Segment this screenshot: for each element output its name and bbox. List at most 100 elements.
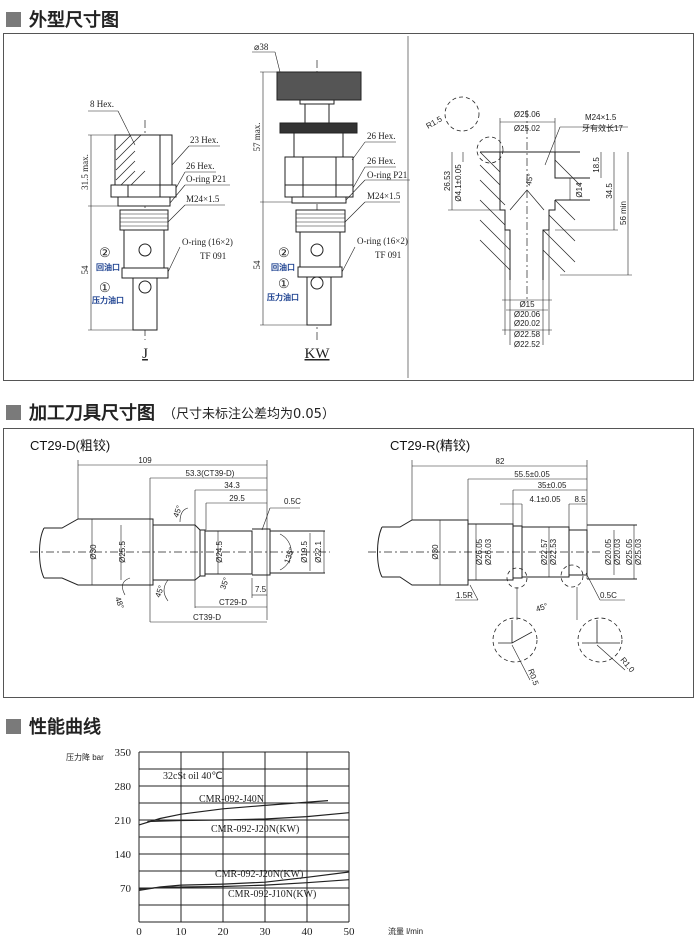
section-marker-icon <box>6 718 21 734</box>
len-555: 55.5±0.05 <box>514 470 550 479</box>
cavity-dia-22-max: Ø22.58 <box>514 330 541 339</box>
dia-2605: Ø26.05 <box>475 538 484 565</box>
dia-2005: Ø20.05 <box>604 538 613 565</box>
label-thread: M24×1.5 <box>367 191 401 201</box>
len-41: 4.1±0.05 <box>529 495 561 504</box>
x-axis-label: 流量 l/min <box>388 926 423 936</box>
outline-drawing-panel <box>3 33 694 381</box>
x-tick-label: 30 <box>260 926 272 938</box>
series-label-j20n-kw-high: CMR-092-J20N(KW) <box>211 824 299 835</box>
dia-2603: Ø26.03 <box>484 538 493 565</box>
dim-height-top: 57 max. <box>252 123 262 152</box>
chamfer-05c: 0.5C <box>600 591 617 600</box>
x-tick-label: 20 <box>218 926 230 938</box>
series-line-3 <box>138 879 350 890</box>
dia-195: Ø19.5 <box>300 541 309 563</box>
y-tick-label: 280 <box>115 781 132 793</box>
section-header-performance: 性能曲线 <box>6 713 101 739</box>
len-295: 29.5 <box>229 494 245 503</box>
label-oring-16: O-ring (16×2) <box>182 237 233 247</box>
series-label-j40n: CMR-092-J40N <box>199 794 264 805</box>
x-tick-label: 0 <box>136 926 142 938</box>
series-line-0 <box>138 800 329 826</box>
radius-r05: R0.5 <box>526 668 540 687</box>
angle-48: 48° <box>113 596 126 610</box>
label-hex26a: 26 Hex. <box>367 131 396 141</box>
y-tick-label: 140 <box>115 849 132 861</box>
series-label-j10n-kw: CMR-092-J10N(KW) <box>228 889 316 900</box>
series-line-1 <box>147 812 350 823</box>
x-tick-label: 50 <box>344 926 356 938</box>
label-hex8: 8 Hex. <box>90 99 114 109</box>
cavity-dia-22-min: Ø22.52 <box>514 340 541 349</box>
cavity-depth-185: 18.5 <box>592 157 601 173</box>
cavity-thread-length: 牙有效长17 <box>582 123 623 133</box>
label-oring-16: O-ring (16×2) <box>357 236 408 246</box>
dia-2503: Ø25.03 <box>634 538 643 565</box>
port2-label: 回油口 <box>271 262 295 272</box>
section-header-tooling: 加工刀具尺寸图 （尺寸未标注公差均为0.05） <box>6 399 335 425</box>
label-oring-p21: O-ring P21 <box>367 170 407 180</box>
radius-15r: 1.5R <box>456 591 473 600</box>
section-marker-icon <box>6 404 21 420</box>
x-tick-label: 40 <box>302 926 314 938</box>
model-label-kw: KW <box>305 346 331 362</box>
y-tick-label: 210 <box>115 815 132 827</box>
y-axis-label: 压力降 bar <box>66 752 104 762</box>
dia-2505: Ø25.05 <box>625 538 634 565</box>
x-tick-label: 10 <box>176 926 188 938</box>
pressure-drop-chart: 350 280 210 140 70 0 10 20 30 40 50 压力降 bar 流量 l/… <box>66 747 423 938</box>
y-tick-label: 70 <box>120 883 132 895</box>
cavity-top-dia-min: Ø25.02 <box>514 124 541 133</box>
label-ct29d: CT29-D <box>219 598 247 607</box>
cartridge-j-drawing: 31.5 max. 54 8 Hex. 23 Hex. 26 Hex. O-ri… <box>80 99 233 362</box>
len-35: 35±0.05 <box>538 481 567 490</box>
dia-30: Ø30 <box>431 544 440 560</box>
cavity-dia-14: Ø14 <box>575 182 584 198</box>
section-title: 加工刀具尺寸图 <box>29 403 155 424</box>
port2-label: 回油口 <box>96 262 120 272</box>
cavity-drawing: R1.5 Ø25.06 Ø25.02 M24×1.5 牙有效长17 26.53 … <box>424 96 632 349</box>
port1-label: 压力油口 <box>267 292 299 302</box>
angle-35: 35° <box>218 576 231 590</box>
len-109: 109 <box>138 456 152 465</box>
cavity-r15: R1.5 <box>424 114 444 131</box>
cavity-thread: M24×1.5 <box>585 113 617 122</box>
dia-255: Ø25.5 <box>118 541 127 563</box>
radius-r10: R1.0 <box>618 656 636 675</box>
section-header-outline: 外型尺寸图 <box>6 6 119 32</box>
cavity-dia-20-min: Ø20.02 <box>514 319 541 328</box>
y-tick-labels: 350 280 210 140 70 <box>115 747 132 895</box>
port1-number: ① <box>278 276 290 291</box>
port2-number: ② <box>278 245 290 260</box>
len-343: 34.3 <box>224 481 240 490</box>
chart-annotation: 32cSt oil 40℃ <box>163 771 223 782</box>
model-label-j: J <box>142 346 148 362</box>
port1-label: 压力油口 <box>92 295 124 305</box>
len-533: 53.3(CT39-D) <box>186 469 235 478</box>
label-thread: M24×1.5 <box>186 194 220 204</box>
x-tick-labels: 0 10 20 30 40 50 <box>136 926 355 938</box>
cavity-angle: 45° <box>524 173 535 186</box>
angle-45-bottom: 45° <box>153 584 166 598</box>
y-tick-label: 350 <box>115 747 132 759</box>
cavity-dia-20-max: Ø20.06 <box>514 310 541 319</box>
chart-grid <box>138 751 350 923</box>
label-hex26: 26 Hex. <box>186 161 215 171</box>
len-85: 8.5 <box>574 495 586 504</box>
tool-title: CT29-D(粗铰) <box>30 438 110 453</box>
angle-45: 45° <box>535 601 549 614</box>
cartridge-kw-drawing: 57 max. 54 ⌀38 26 Hex. 26 Hex. O-ring P2… <box>252 42 410 362</box>
dia-2257: Ø22.57 <box>540 538 549 565</box>
cavity-dia-41: Ø4.1±0.05 <box>454 164 463 202</box>
cavity-dia-15: Ø15 <box>519 300 535 309</box>
section-title: 性能曲线 <box>29 717 101 738</box>
len-82: 82 <box>496 457 505 466</box>
label-tf091: TF 091 <box>200 251 226 261</box>
label-knob-diameter: ⌀38 <box>254 42 269 52</box>
cavity-top-dia-max: Ø25.06 <box>514 110 541 119</box>
dia-245: Ø24.5 <box>215 541 224 563</box>
tool-title: CT29-R(精铰) <box>390 438 470 453</box>
